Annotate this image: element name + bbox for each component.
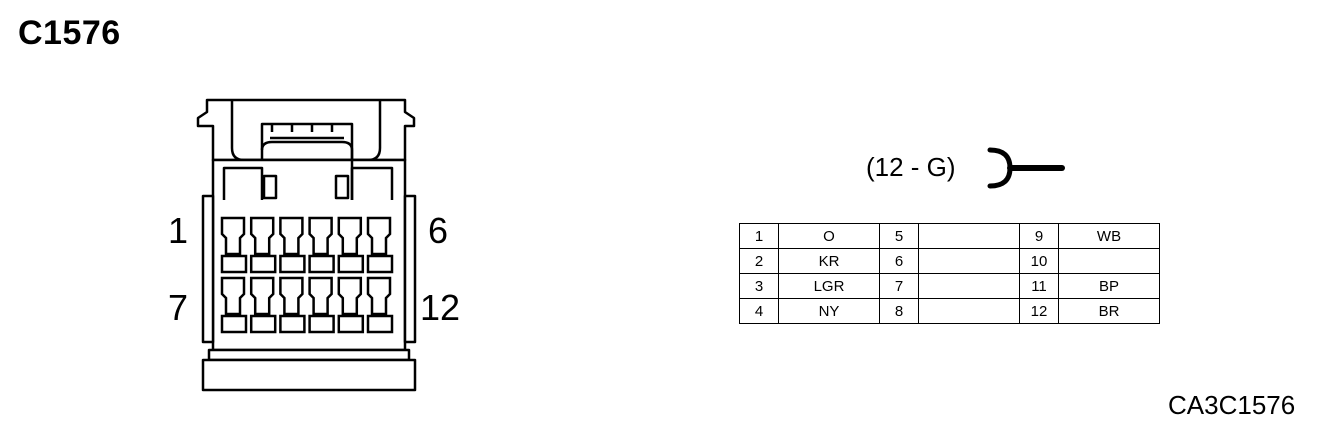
pin-label-6: 6: [428, 210, 449, 251]
pin-cavity: [337, 216, 363, 256]
pin-cavity: [308, 216, 333, 256]
pin-cavity-base: [337, 254, 365, 274]
pin-cavity-base: [279, 254, 306, 274]
pin-cavity-base: [220, 314, 248, 334]
wire-color: BR: [1058, 298, 1160, 324]
wire-color: NY: [778, 298, 880, 324]
wire-color: [918, 298, 1020, 324]
wire-color: [918, 273, 1020, 299]
wire-color: LGR: [778, 273, 880, 299]
wire-color: WB: [1058, 223, 1160, 249]
reference-code: CA3C1576: [1168, 390, 1296, 420]
pin-cavity: [279, 276, 304, 316]
pin-cavity: [249, 276, 275, 316]
pin-number: 11: [1019, 273, 1059, 299]
wire-color: [1058, 248, 1160, 274]
pin-cavity: [337, 276, 363, 316]
pin-number: 12: [1019, 298, 1059, 324]
pin-cavity: [220, 216, 246, 256]
pin-cavity-base: [366, 254, 394, 274]
pin-number: 3: [739, 273, 779, 299]
wire-color: [918, 223, 1020, 249]
pin-cavity: [366, 276, 392, 316]
pin-number: 7: [879, 273, 919, 299]
pin-cavity-base: [308, 254, 335, 274]
pin-number: 4: [739, 298, 779, 324]
pin-label-7: 7: [168, 287, 189, 328]
pin-cavity-base: [366, 314, 394, 334]
pin-label-12: 12: [420, 287, 461, 328]
pin-cavity: [308, 276, 333, 316]
pin-number: 2: [739, 248, 779, 274]
pin-cavity: [220, 276, 246, 316]
pin-cavity-base: [249, 254, 277, 274]
pin-number: 9: [1019, 223, 1059, 249]
wire-color: BP: [1058, 273, 1160, 299]
connector-id: C1576: [18, 14, 121, 52]
pin-cavity: [249, 216, 275, 256]
connector-type-label: (12 - G): [866, 152, 956, 182]
wire-color: KR: [778, 248, 880, 274]
wire-color: O: [778, 223, 880, 249]
pin-number: 10: [1019, 248, 1059, 274]
pin-cavity-base: [220, 254, 248, 274]
pin-cavity: [366, 216, 392, 256]
pin-label-1: 1: [168, 210, 189, 251]
wire-color: [918, 248, 1020, 274]
pin-cavity-base: [249, 314, 277, 334]
pin-cavity-base: [279, 314, 306, 334]
pin-cavity-base: [337, 314, 365, 334]
pin-cavity: [279, 216, 304, 256]
pin-number: 5: [879, 223, 919, 249]
pin-number: 1: [739, 223, 779, 249]
pin-number: 6: [879, 248, 919, 274]
pin-cavity-base: [308, 314, 335, 334]
connector-key-icon: [987, 147, 1065, 189]
pin-cavities: [220, 216, 394, 334]
pin-number: 8: [879, 298, 919, 324]
